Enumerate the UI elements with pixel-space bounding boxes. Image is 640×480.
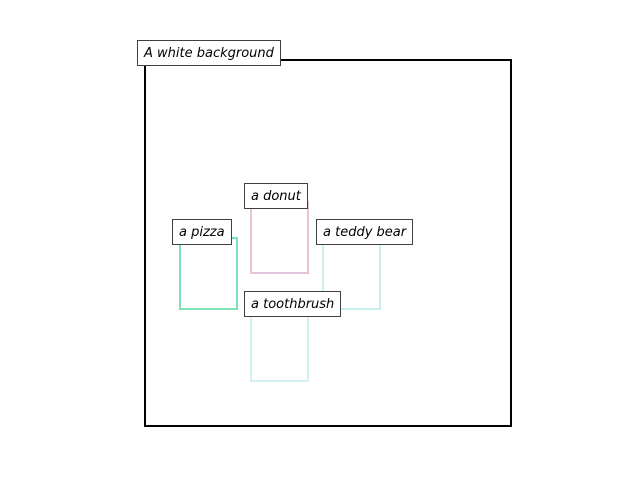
donut-label: a donut [244,183,308,209]
toothbrush-box [250,309,309,382]
pizza-label: a pizza [172,219,232,245]
background-label: A white background [137,40,281,66]
toothbrush-label: a toothbrush [244,291,342,317]
teddy-bear-label: a teddy bear [316,219,414,245]
pizza-box [179,237,238,310]
donut-box [250,201,309,274]
